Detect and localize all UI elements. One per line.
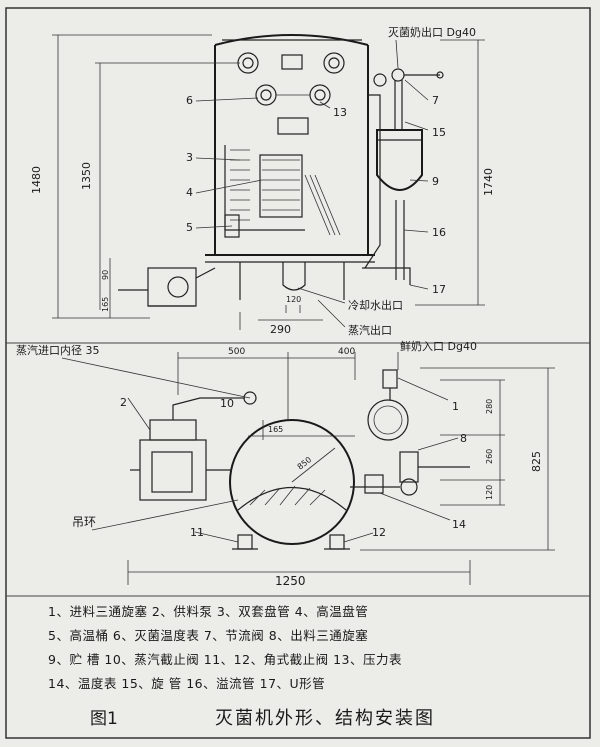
main-vessel [205,34,375,300]
part-10: 10 [220,397,234,410]
dim-260: 260 [485,449,494,464]
thermometer-dial-icon [367,399,409,441]
dim-165-top: 165 [101,297,110,312]
figure-number: 图1 [90,709,118,729]
part-9: 9 [432,175,439,188]
feed-pump [118,267,216,307]
milk-inlet-label: 鲜奶入口 Dg40 [400,339,477,353]
part-7: 7 [432,94,439,107]
part-5: 5 [186,221,193,234]
part-12: 12 [372,526,386,539]
part-16: 16 [432,226,446,239]
parts-legend: 1、进料三通旋塞 2、供料泵 3、双套盘管 4、高温盘管 5、高温桶 6、灭菌温… [48,604,402,691]
milk-outlet-label: 灭菌奶出口 Dg40 [388,25,476,39]
outlet-valve-icon [400,478,418,496]
dim-120-bottom: 120 [485,485,494,500]
u-tube [282,262,306,291]
dim-1480: 1480 [30,166,43,194]
part-4: 4 [186,186,193,199]
bottom-view: 蒸汽进口内径 35 鲜奶入口 Dg40 吊环 500 400 1250 825 … [16,339,555,588]
part-6: 6 [186,94,193,107]
legend-line-4: 14、温度表 15、旋 管 16、溢流管 17、U形管 [48,676,325,691]
part-14: 14 [452,518,466,531]
dim-120: 120 [286,295,301,304]
cooling-water-outlet-label: 冷却水出口 [348,298,403,312]
dim-825: 825 [530,451,543,472]
dim-1740: 1740 [482,168,495,196]
part-13: 13 [333,106,347,119]
legend-line-2: 5、高温桶 6、灭菌温度表 7、节流阀 8、出料三通旋塞 [48,628,368,643]
part-11: 11 [190,526,204,539]
drawing-frame [5,7,591,739]
legend-line-1: 1、进料三通旋塞 2、供料泵 3、双套盘管 4、高温盘管 [48,604,368,619]
dim-400: 400 [338,347,355,357]
top-view: 灭菌奶出口 Dg40 冷却水出口 蒸汽出口 1480 1350 90 165 1… [30,25,495,337]
dim-90: 90 [101,270,110,280]
dim-500: 500 [228,347,245,357]
right-valves [350,369,470,496]
coil-section [224,145,341,238]
part-1: 1 [452,400,459,413]
part-15: 15 [432,126,446,139]
part-17: 17 [432,283,446,296]
main-drum [229,419,355,545]
steam-outlet-label: 蒸汽出口 [348,323,392,337]
nameplate [277,117,309,135]
part-8: 8 [460,432,467,445]
steam-inlet-label: 蒸汽进口内径 35 [16,343,100,357]
lifting-ring-label: 吊环 [72,515,96,529]
dim-280: 280 [485,399,494,414]
dim-1350: 1350 [80,162,93,190]
dim-1250: 1250 [275,574,306,588]
part-3: 3 [186,151,193,164]
dim-165-bottom: 165 [268,425,283,434]
dim-290: 290 [270,323,291,336]
storage-tank [362,68,444,285]
legend-line-3: 9、贮 槽 10、蒸汽截止阀 11、12、角式截止阀 13、压力表 [48,652,402,667]
figure-caption: 灭菌机外形、结构安装图 [215,708,435,729]
part-2: 2 [120,396,127,409]
